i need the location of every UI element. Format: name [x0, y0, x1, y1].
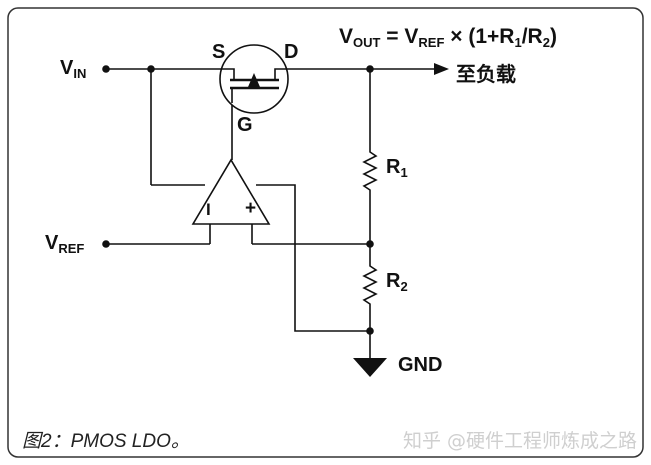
r2-main: R	[386, 270, 401, 292]
pmos-transistor	[219, 44, 289, 114]
formula-slash: /R	[521, 25, 543, 48]
outer-border	[7, 7, 644, 458]
junction-vin	[147, 65, 155, 73]
opamp-minus-label: I	[206, 200, 211, 219]
r1-main: R	[386, 156, 401, 178]
wire-ground-loop	[256, 184, 370, 332]
vin-label: VIN	[60, 57, 87, 81]
r1-sub: 1	[400, 165, 408, 180]
formula-label: VOUT = VREF × (1+R1/R2)	[339, 25, 557, 50]
gate-label: G	[237, 114, 253, 136]
junction-dots	[102, 65, 374, 335]
load-label: 至负载	[456, 62, 516, 86]
formula-one: 1	[514, 35, 522, 50]
formula-two: 2	[542, 35, 550, 50]
circuit-wires	[106, 68, 435, 358]
gnd-label: GND	[398, 354, 443, 376]
r2-sub: 2	[400, 279, 408, 294]
r1-label: R1	[386, 156, 408, 180]
drain-label: D	[284, 41, 299, 63]
ground-icon	[353, 358, 387, 377]
formula-ref: REF	[418, 35, 445, 50]
r2-label: R2	[386, 270, 408, 294]
resistor-r1	[362, 148, 378, 192]
vin-sub: IN	[73, 66, 87, 81]
junction-mid	[366, 240, 374, 248]
terminal-vin	[102, 65, 110, 73]
pmos-source-lead	[220, 68, 235, 80]
vref-label: VREF	[45, 232, 85, 256]
junction-gnd	[366, 327, 374, 335]
figure-caption: 图2：PMOS LDO。	[22, 431, 190, 452]
output-arrow-icon	[434, 63, 449, 75]
opamp-plus-label: +	[245, 198, 257, 219]
formula-v: V	[339, 25, 354, 48]
watermark: 知乎 @硬件工程师炼成之路	[402, 430, 637, 452]
opamp-triangle	[191, 158, 271, 225]
formula-mid: × (1+R	[444, 25, 515, 48]
pmos-drain-lead	[274, 68, 288, 80]
terminal-vref	[102, 240, 110, 248]
junction-out	[366, 65, 374, 73]
formula-close: )	[549, 25, 557, 48]
vin-main: V	[60, 57, 74, 79]
vref-main: V	[45, 232, 59, 254]
source-label: S	[212, 41, 226, 63]
vref-sub: REF	[58, 241, 85, 256]
formula-eq: = V	[380, 25, 419, 48]
formula-out: OUT	[353, 35, 381, 50]
pmos-arrow-icon	[248, 73, 260, 87]
resistor-r2	[362, 262, 378, 306]
